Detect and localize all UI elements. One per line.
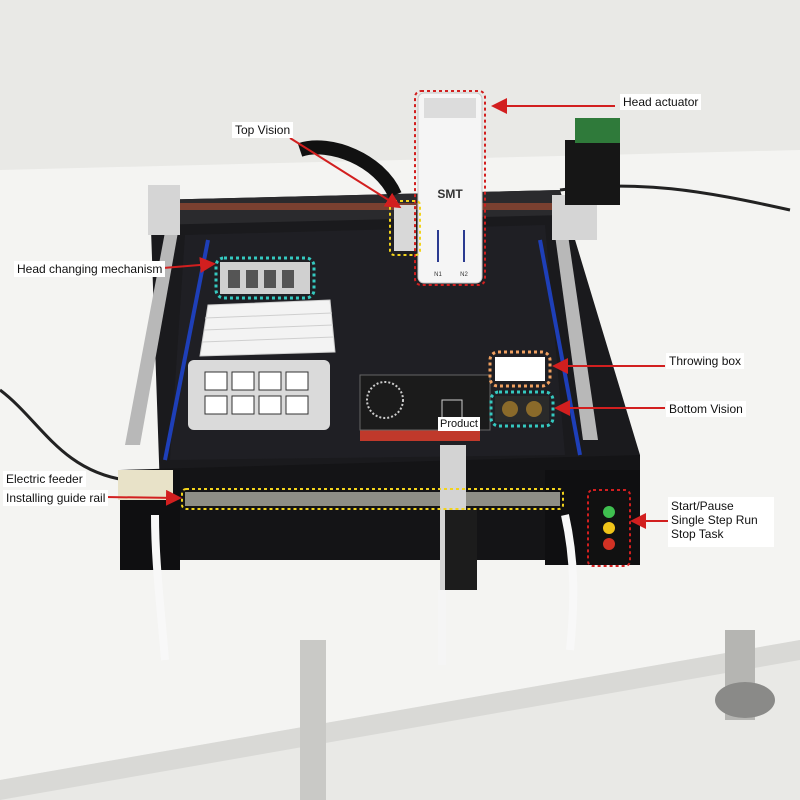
label-electric-feeder: Electric feeder bbox=[3, 471, 86, 487]
top-vision-highlight bbox=[389, 200, 421, 256]
table-foot bbox=[715, 682, 775, 718]
label-head-changing-mechanism: Head changing mechanism bbox=[14, 261, 166, 277]
strip-divider bbox=[203, 324, 334, 331]
smt-head bbox=[417, 92, 483, 284]
tray-pocket bbox=[204, 395, 228, 415]
gantry-left-block bbox=[148, 185, 180, 235]
arrow-head-changing bbox=[162, 257, 216, 273]
arrow-top-vision bbox=[289, 137, 402, 209]
power-cable bbox=[0, 388, 126, 482]
nozzle-slot bbox=[228, 270, 240, 288]
tray-pocket bbox=[231, 371, 255, 391]
top-vision-camera bbox=[394, 205, 416, 251]
label-product: Product bbox=[438, 417, 480, 431]
smt-brand-text: SMT bbox=[437, 187, 463, 201]
table-edge bbox=[0, 640, 800, 800]
support-strip bbox=[561, 514, 578, 651]
machine-front-panel bbox=[120, 455, 640, 560]
cable-chain bbox=[297, 140, 402, 199]
tray-pocket bbox=[285, 395, 309, 415]
tray-pocket bbox=[258, 371, 282, 391]
tray-pocket bbox=[231, 395, 255, 415]
table-leg bbox=[300, 640, 326, 800]
bottom-vision-lens bbox=[502, 401, 518, 417]
label-bottom-vision: Bottom Vision bbox=[666, 401, 746, 417]
label-control-buttons: Start/Pause Single Step Run Stop Task bbox=[668, 497, 774, 547]
nozzle-slot bbox=[282, 270, 294, 288]
label-head-actuator: Head actuator bbox=[620, 94, 702, 110]
electric-feeder bbox=[445, 510, 477, 590]
throwing-box-highlight bbox=[488, 350, 552, 388]
pcb-circle-pattern bbox=[366, 381, 404, 419]
strip-divider bbox=[201, 336, 335, 343]
strip-divider bbox=[204, 312, 333, 319]
label-start-pause: Start/Pause bbox=[671, 499, 734, 513]
component-tray bbox=[188, 360, 330, 430]
bottom-vision-highlight bbox=[489, 390, 555, 428]
tray-pocket bbox=[285, 371, 309, 391]
feeder-tape bbox=[438, 590, 446, 665]
right-blue-rail bbox=[538, 239, 582, 456]
head-mark-n2: N2 bbox=[460, 272, 468, 278]
motor-driver-board bbox=[575, 118, 620, 143]
throwing-box bbox=[495, 357, 545, 381]
bottom-vision-lens bbox=[526, 401, 542, 417]
stepper-motor bbox=[565, 140, 620, 205]
smt-head-vent bbox=[424, 98, 476, 118]
nozzle-slot bbox=[246, 270, 258, 288]
label-installing-guide-rail: Installing guide rail bbox=[3, 490, 109, 506]
arrow-guide-rail bbox=[104, 489, 182, 506]
guide-rail-highlight bbox=[181, 488, 564, 510]
left-rail bbox=[125, 232, 178, 445]
tray-pocket bbox=[204, 371, 228, 391]
label-stop-task: Stop Task bbox=[671, 527, 724, 541]
start-pause-button bbox=[603, 506, 615, 518]
label-single-step-run: Single Step Run bbox=[671, 513, 758, 527]
gantry-brown-strip bbox=[180, 203, 560, 210]
head-actuator-highlight bbox=[414, 90, 486, 286]
label-throwing-box: Throwing box bbox=[666, 353, 745, 369]
stop-task-button bbox=[603, 538, 615, 550]
support-strip bbox=[151, 514, 169, 661]
nozzle-slot bbox=[264, 270, 276, 288]
single-step-run-button bbox=[603, 522, 615, 534]
label-top-vision: Top Vision bbox=[232, 122, 294, 138]
right-rail bbox=[555, 235, 598, 440]
tray-pocket bbox=[258, 395, 282, 415]
guide-rail bbox=[185, 492, 560, 506]
left-blue-rail bbox=[163, 239, 210, 461]
warning-sticker bbox=[118, 470, 173, 500]
head-mark-n1: N1 bbox=[434, 272, 442, 278]
